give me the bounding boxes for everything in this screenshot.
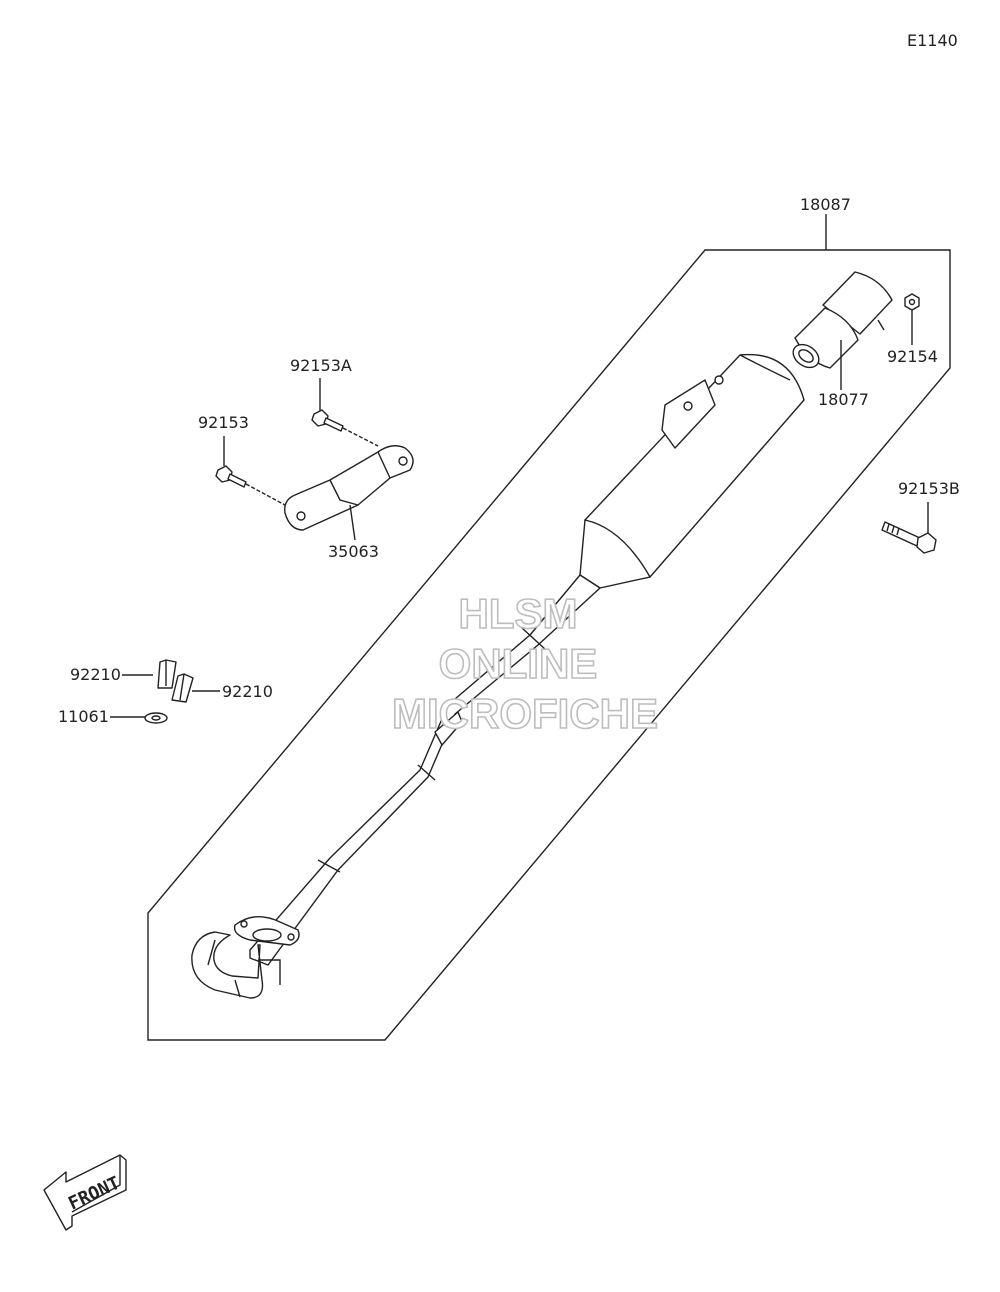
label-92153[interactable]: 92153 [198,413,249,432]
label-18087[interactable]: 18087 [800,195,851,214]
label-11061[interactable]: 11061 [58,707,109,726]
watermark-line3: MICROFICHE [392,690,658,737]
bolt-92153B[interactable] [881,521,937,554]
watermark-line1: HLSM [459,590,578,637]
watermark: HLSM ONLINE MICROFICHE [391,589,659,738]
label-18077[interactable]: 18077 [818,390,869,409]
header-pipe[interactable] [191,574,601,999]
muffler-body[interactable] [579,353,805,589]
assembly-outline [147,249,951,1041]
clip-92210-lower[interactable] [171,673,194,703]
label-92153B[interactable]: 92153B [898,479,960,498]
nut-92154[interactable] [904,293,920,311]
bolt-92153A[interactable] [311,409,379,447]
gasket-11061[interactable] [144,712,168,724]
front-arrow-icon: FRONT [43,1154,127,1231]
label-92154[interactable]: 92154 [887,347,938,366]
label-92153A[interactable]: 92153A [290,356,352,375]
label-92210-upper[interactable]: 92210 [70,665,121,684]
bolt-92153[interactable] [215,465,286,506]
diagram-code: E1140 [907,31,958,50]
bracket-35063[interactable] [284,445,414,531]
label-92210-lower[interactable]: 92210 [222,682,273,701]
clip-92210-upper[interactable] [157,659,177,689]
watermark-line2: ONLINE [439,640,598,687]
label-35063[interactable]: 35063 [328,542,379,561]
leader-35063 [349,504,356,541]
tail-pipe[interactable] [789,271,893,372]
